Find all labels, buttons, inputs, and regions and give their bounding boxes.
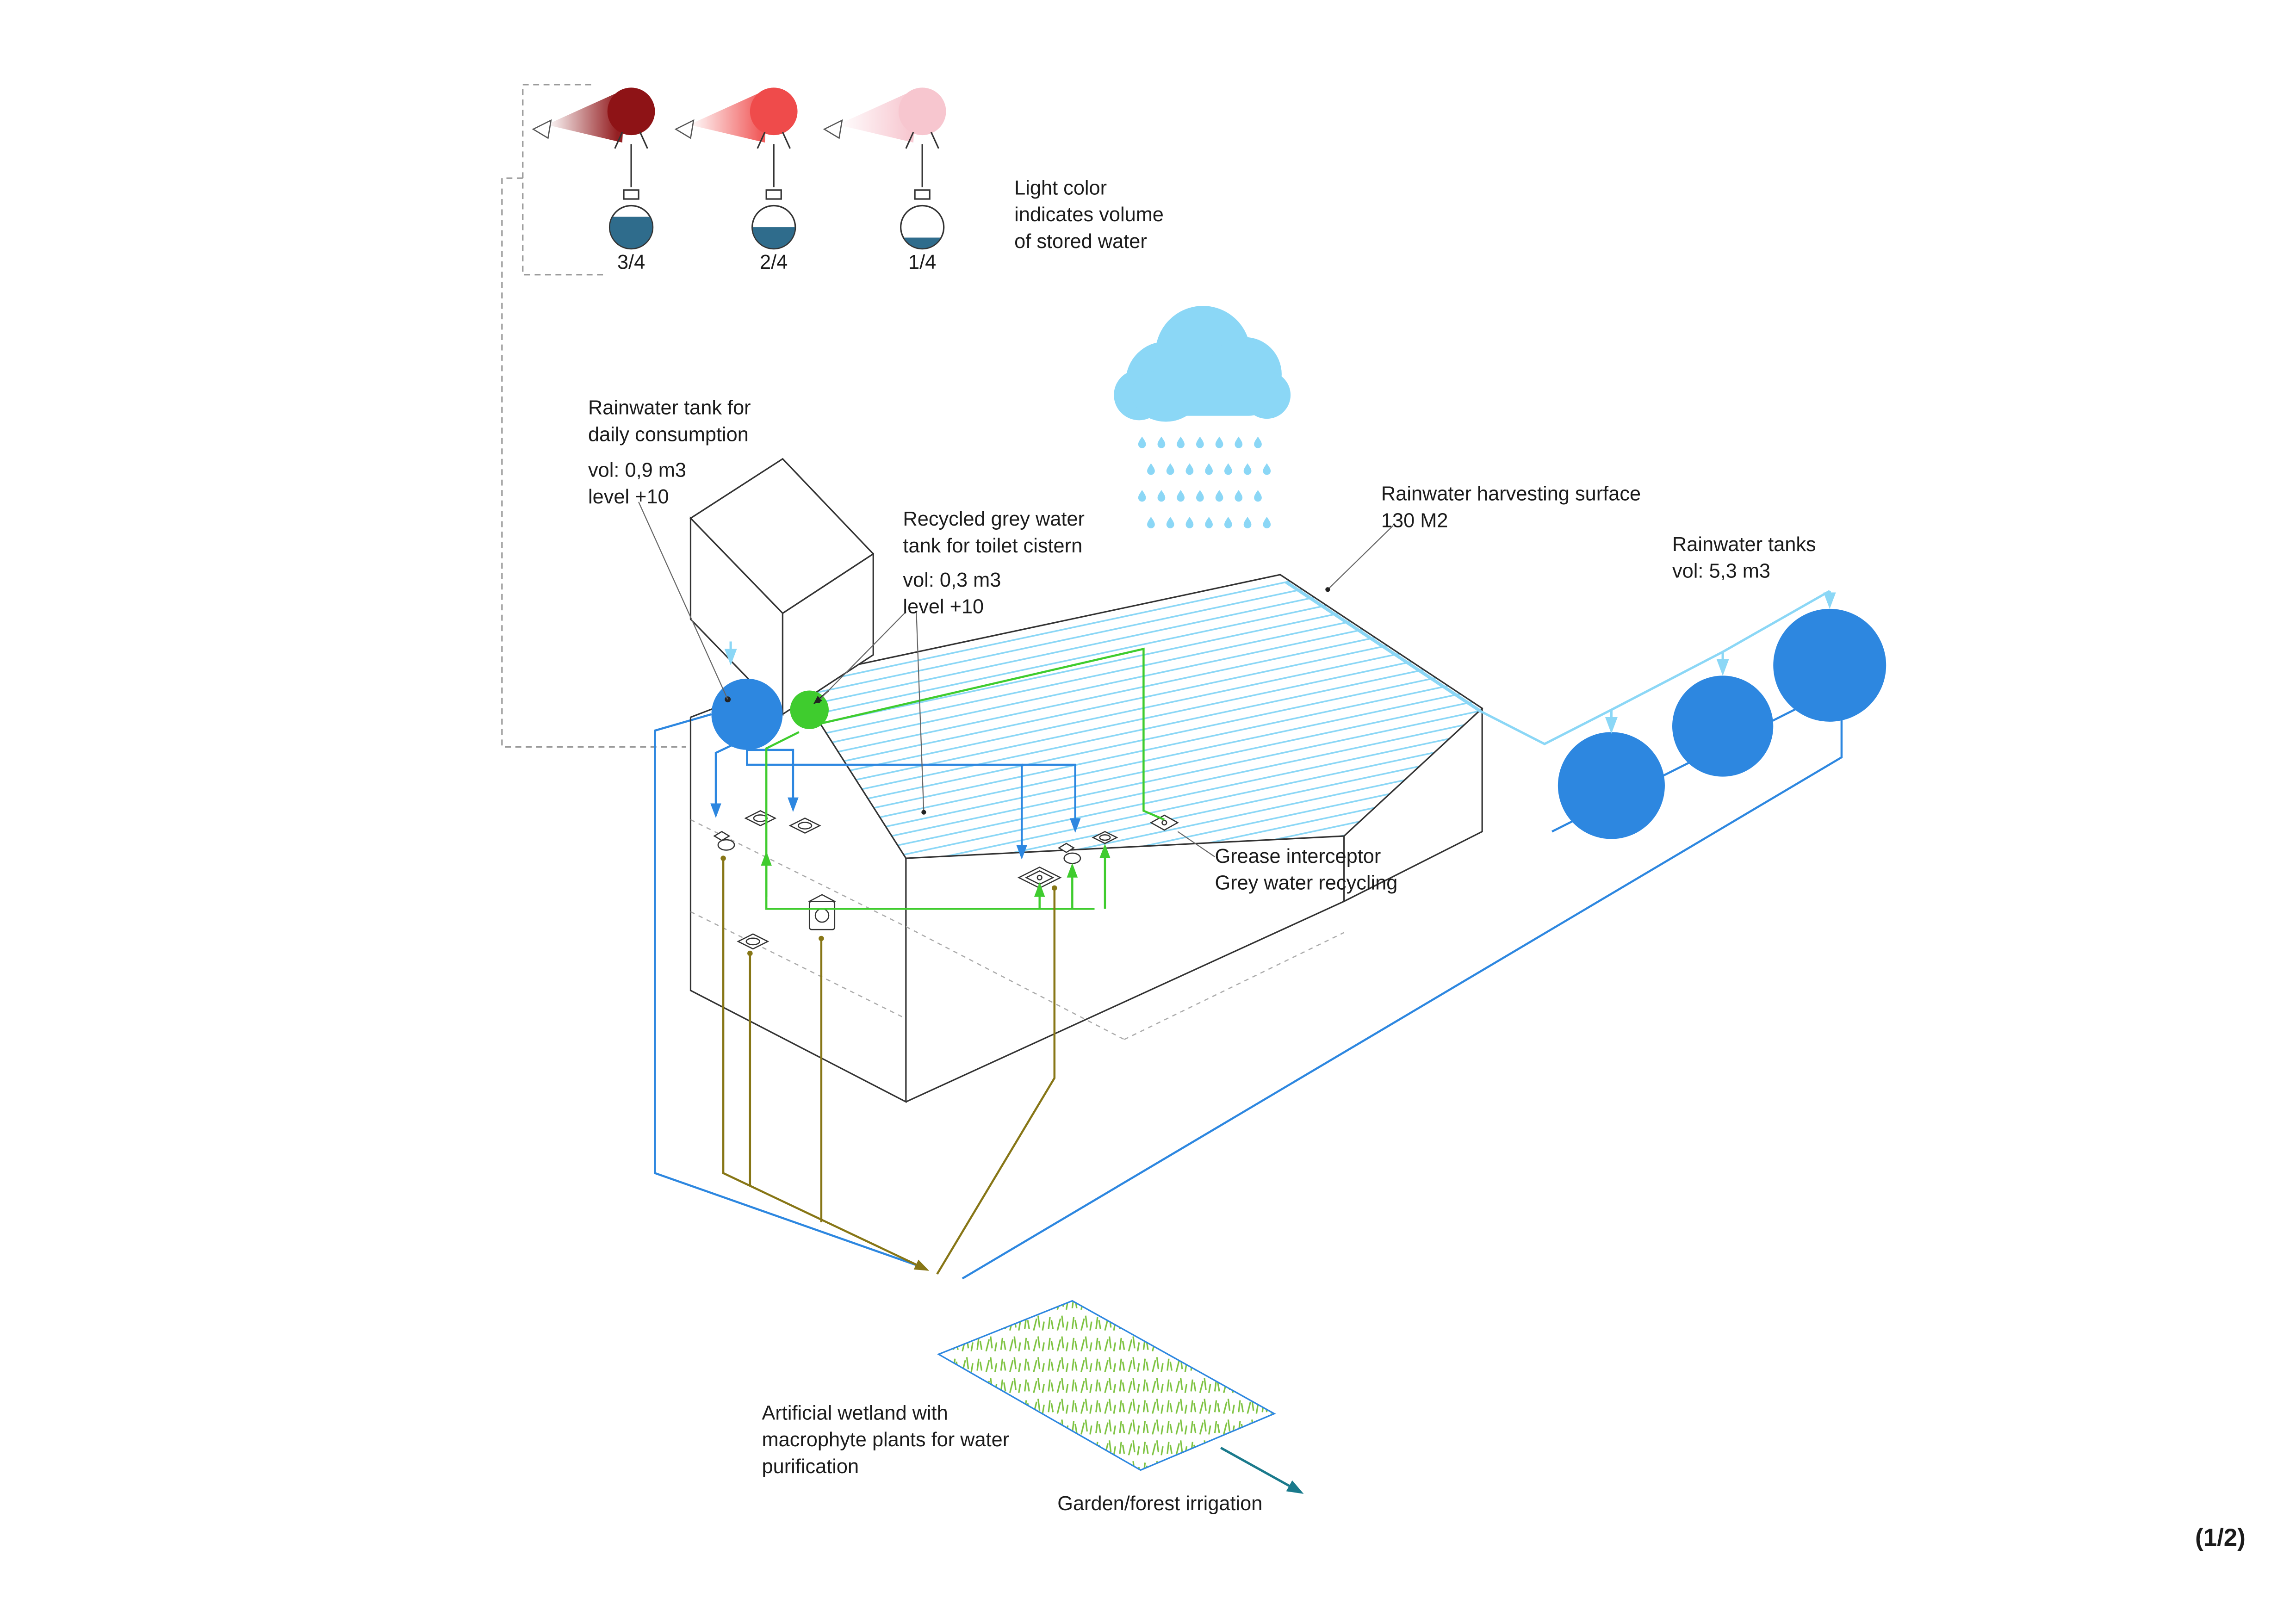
label-greywater-tank-detail: vol: 0,3 m3 level +10 — [903, 569, 1001, 618]
label-rainwater-tanks: Rainwater tanks vol: 5,3 m3 — [1672, 533, 1816, 582]
lamp-full-icon — [532, 87, 655, 187]
tank-hut — [689, 458, 875, 716]
artificial-wetland — [937, 1300, 1304, 1494]
greywater-pipes — [761, 647, 1165, 910]
fixture-sink — [1092, 830, 1118, 844]
label-rainwater-tank-detail: vol: 0,9 m3 level +10 — [588, 458, 686, 508]
rainwater-tank-1 — [1558, 732, 1665, 839]
rain-cloud-icon — [1114, 306, 1291, 422]
rain-drops — [1138, 436, 1271, 528]
flask-quarter-icon — [900, 189, 945, 250]
label-grease-interceptor: Grease interceptor Grey water recycling — [1215, 845, 1398, 894]
rainwater-tank-2 — [1672, 675, 1774, 777]
fixture-shower — [1017, 866, 1062, 889]
harvesting-roof — [790, 574, 1483, 859]
fraction-label-half: 2/4 — [760, 251, 788, 273]
fixture-toilet — [1057, 842, 1081, 864]
lamp-half-icon — [674, 87, 798, 187]
irrigation-outflow-arrow — [1220, 1447, 1304, 1494]
wastewater-pipes — [720, 855, 1057, 1275]
lamp-low-icon — [823, 87, 946, 187]
rainwater-tank-3 — [1773, 608, 1886, 722]
building — [689, 574, 1483, 1103]
flask-half-icon — [751, 189, 796, 250]
label-irrigation: Garden/forest irrigation — [1057, 1492, 1263, 1515]
flask-three-quarters-icon — [608, 189, 654, 250]
legend-caption: Light color indicates volume of stored w… — [1014, 176, 1164, 252]
label-greywater-tank-title: Recycled grey water tank for toilet cist… — [903, 508, 1085, 557]
rainwater-tanks — [1477, 590, 1886, 839]
label-wetland: Artificial wetland with macrophyte plant… — [762, 1401, 1010, 1477]
legend-lamps — [532, 87, 946, 187]
legend-flasks — [608, 189, 945, 250]
fixture-toilet — [713, 830, 735, 851]
label-harvesting-surface: Rainwater harvesting surface 130 M2 — [1381, 483, 1641, 532]
fixture-sink — [744, 810, 777, 826]
fraction-label-quarter: 1/4 — [908, 251, 937, 273]
fixture-sink — [788, 818, 821, 834]
roof-gutter-line — [1285, 581, 1482, 713]
label-rainwater-tank-title: Rainwater tank for daily consumption — [588, 396, 751, 446]
fixture-sink — [737, 933, 769, 950]
daily-rainwater-tank-icon — [711, 678, 783, 750]
legend-connector-lines — [501, 84, 686, 748]
fixture-washing-machine — [808, 894, 836, 930]
leader-lines — [638, 502, 1394, 857]
fraction-label-three-quarters: 3/4 — [617, 251, 645, 273]
fixtures — [713, 810, 1179, 950]
sheet-number: (1/2) — [2195, 1525, 2246, 1552]
